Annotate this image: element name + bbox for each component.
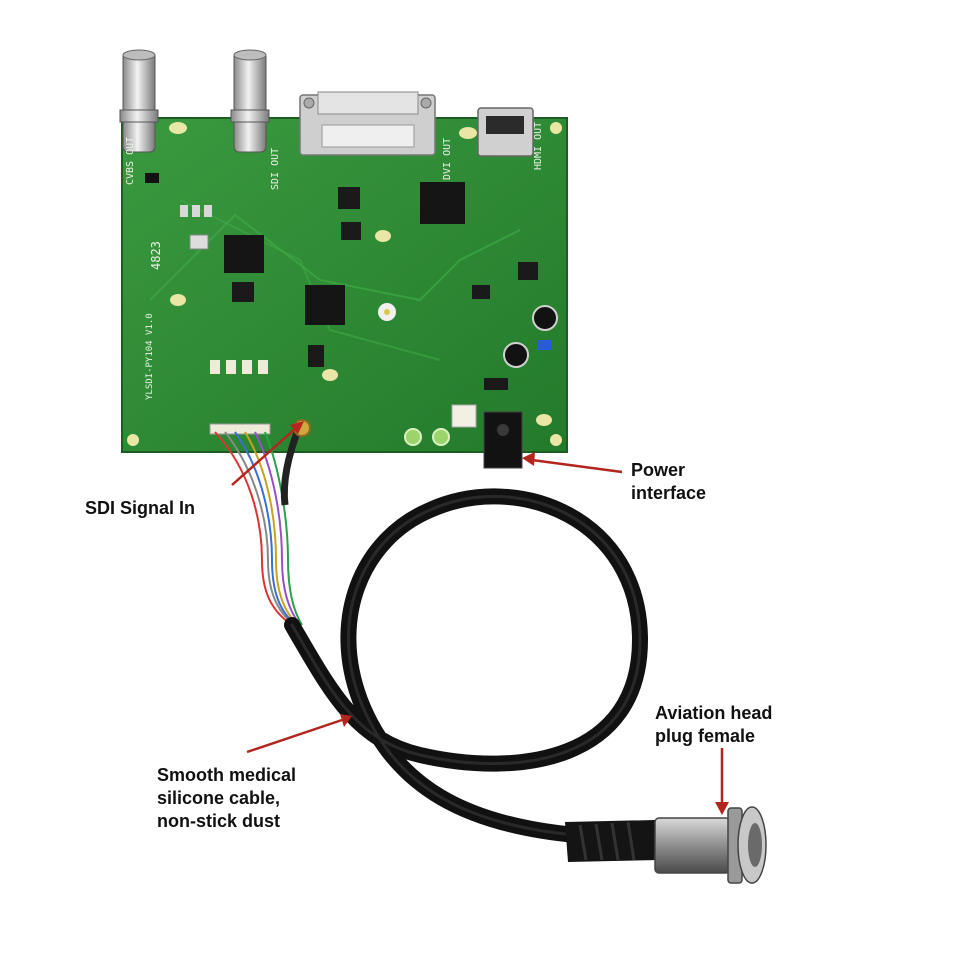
power-interface-label: Power interface — [631, 459, 706, 505]
bnc-connector-cvbs — [119, 49, 159, 153]
bnc-connector-sdi — [230, 49, 270, 153]
svg-text:SDI OUT: SDI OUT — [270, 148, 281, 190]
aviation-plug-line-2: plug female — [655, 726, 756, 746]
callout-arrows — [231, 421, 729, 815]
aviation-plug — [565, 806, 767, 884]
sdi-signal-in-label: SDI Signal In — [85, 497, 195, 520]
cable-description-line-1: Smooth medical — [157, 765, 297, 785]
power-jack — [483, 411, 523, 469]
svg-text:HDMI OUT: HDMI OUT — [533, 122, 544, 170]
power-interface-line-1: Power — [631, 460, 686, 480]
aviation-plug-label: Aviation head plug female — [655, 702, 772, 748]
svg-text:4823: 4823 — [149, 241, 163, 270]
svg-text:YLSDI-PY104 V1.0: YLSDI-PY104 V1.0 — [145, 313, 155, 400]
power-interface-line-2: interface — [631, 483, 707, 503]
hdmi-connector — [477, 107, 534, 157]
svg-text:CVBS OUT: CVBS OUT — [125, 137, 136, 185]
svg-text:DVI OUT: DVI OUT — [442, 138, 453, 180]
capacitors — [404, 305, 558, 446]
chips — [145, 173, 538, 435]
silicone-cable — [284, 488, 649, 843]
silkscreen-labels: CVBS OUT SDI OUT DVI OUT HDMI OUT YLSDI-… — [125, 122, 544, 400]
aviation-plug-line-1: Aviation head — [655, 703, 773, 723]
sdi-signal-in-text: SDI Signal In — [85, 498, 196, 518]
cable-description-line-2: silicone cable, — [157, 788, 281, 808]
cable-description-label: Smooth medical silicone cable, non-stick… — [157, 764, 296, 833]
cable-description-line-3: non-stick dust — [157, 811, 281, 831]
dvi-connector — [299, 91, 436, 156]
